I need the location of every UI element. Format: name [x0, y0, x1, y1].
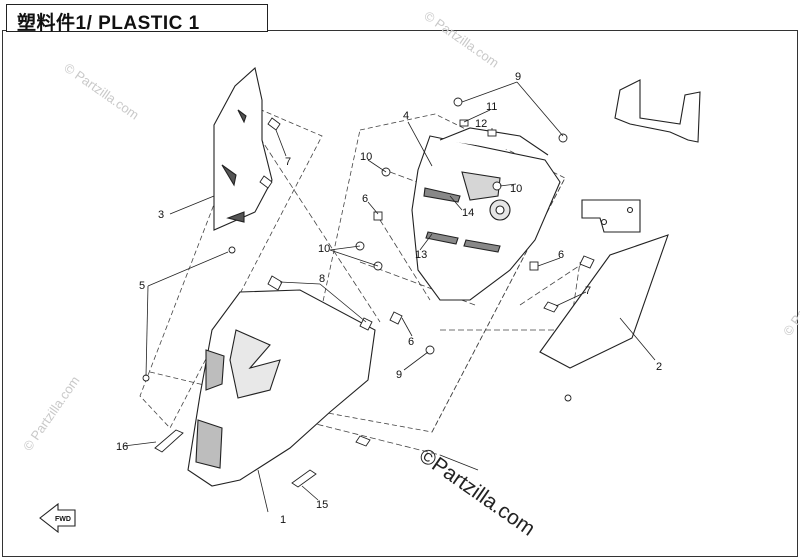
callout-8: 8 — [319, 273, 325, 285]
callout-14: 14 — [462, 207, 474, 219]
callout-4: 4 — [403, 110, 409, 122]
callout-5: 5 — [139, 280, 145, 292]
callout-9b: 9 — [396, 369, 402, 381]
callout-7a: 7 — [285, 156, 291, 168]
mounting-brackets — [581, 79, 701, 233]
callout-7b: 7 — [585, 285, 591, 297]
title-box: 塑料件1/ PLASTIC 1 — [6, 4, 268, 34]
callout-3: 3 — [158, 209, 164, 221]
parts-15-16-strips — [154, 429, 317, 488]
callout-13: 13 — [415, 249, 427, 261]
callout-numbers: 1 2 3 4 5 6 6 6 7 7 8 9 9 10 10 10 11 12… — [116, 71, 662, 526]
callout-6a: 6 — [362, 193, 368, 205]
callout-10a: 10 — [360, 151, 372, 163]
callout-10b: 10 — [318, 243, 330, 255]
callout-6b: 6 — [408, 336, 414, 348]
part-1-front-fascia — [187, 289, 376, 487]
callout-11: 11 — [486, 101, 497, 113]
callout-9a: 9 — [515, 71, 521, 83]
callout-1: 1 — [280, 514, 286, 526]
page-title: 塑料件1/ PLASTIC 1 — [17, 13, 200, 34]
callout-leader-lines — [123, 81, 656, 513]
callout-6c: 6 — [558, 249, 564, 261]
callout-12: 12 — [475, 118, 487, 130]
forward-arrow-label: FWD — [55, 516, 71, 523]
fasteners — [142, 97, 595, 447]
part-2-right-panel — [539, 234, 669, 369]
callout-10c: 10 — [510, 183, 522, 195]
callout-15: 15 — [316, 499, 328, 511]
part-4-center-housing — [411, 127, 561, 301]
part-3-side-panel — [213, 66, 273, 231]
forward-arrow-icon: FWD — [39, 502, 76, 534]
callout-2: 2 — [656, 361, 662, 373]
callout-16: 16 — [116, 441, 128, 453]
